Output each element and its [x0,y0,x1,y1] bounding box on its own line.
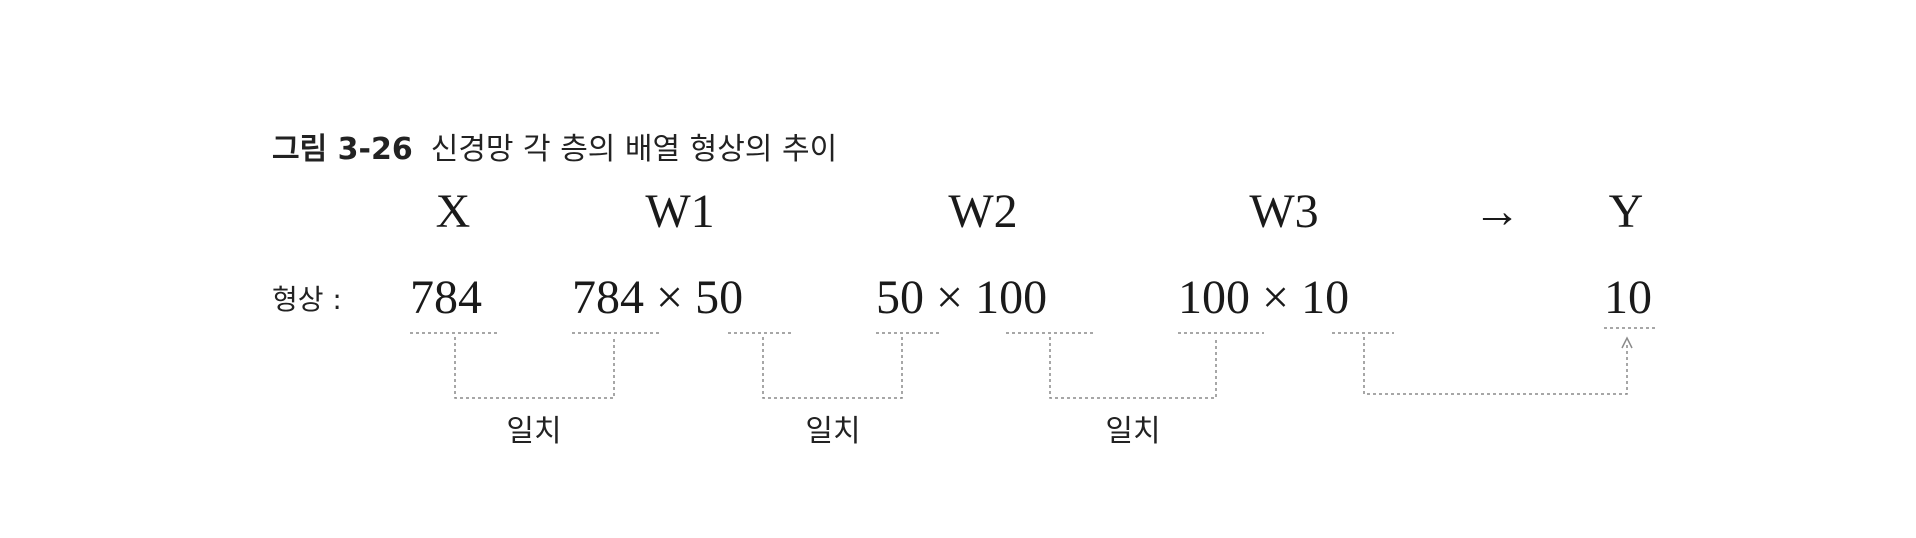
shape-y: 10 [1604,271,1652,324]
shape-w1: 784 × 50 [572,271,744,324]
header-w1: W1 [645,185,715,238]
match-label-1: 일치 [506,414,562,449]
bracket-x-w1 [454,337,615,399]
bracket-w2-w3 [1049,337,1217,399]
match-label-2: 일치 [805,414,861,449]
header-x: X [435,185,471,238]
bracket-w1-w2 [762,337,903,399]
shape-w2: 50 × 100 [876,271,1048,324]
bracket-w3-y [1363,337,1628,395]
shape-x: 784 [410,271,482,324]
header-w2: W2 [948,185,1018,238]
arrowhead-y-icon [1621,336,1633,349]
figure-title: 신경망 각 층의 배열 형상의 추이 [430,132,838,167]
shape-label: 형상 : [272,283,342,316]
header-arrow: → [1473,185,1521,238]
header-y: Y [1608,185,1644,238]
shape-w3: 100 × 10 [1178,271,1350,324]
figure-number: 그림 3-26 [272,132,413,167]
header-w3: W3 [1249,185,1319,238]
match-label-3: 일치 [1105,414,1161,449]
figure-caption: 그림 3-26 신경망 각 층의 배열 형상의 추이 [272,130,837,170]
